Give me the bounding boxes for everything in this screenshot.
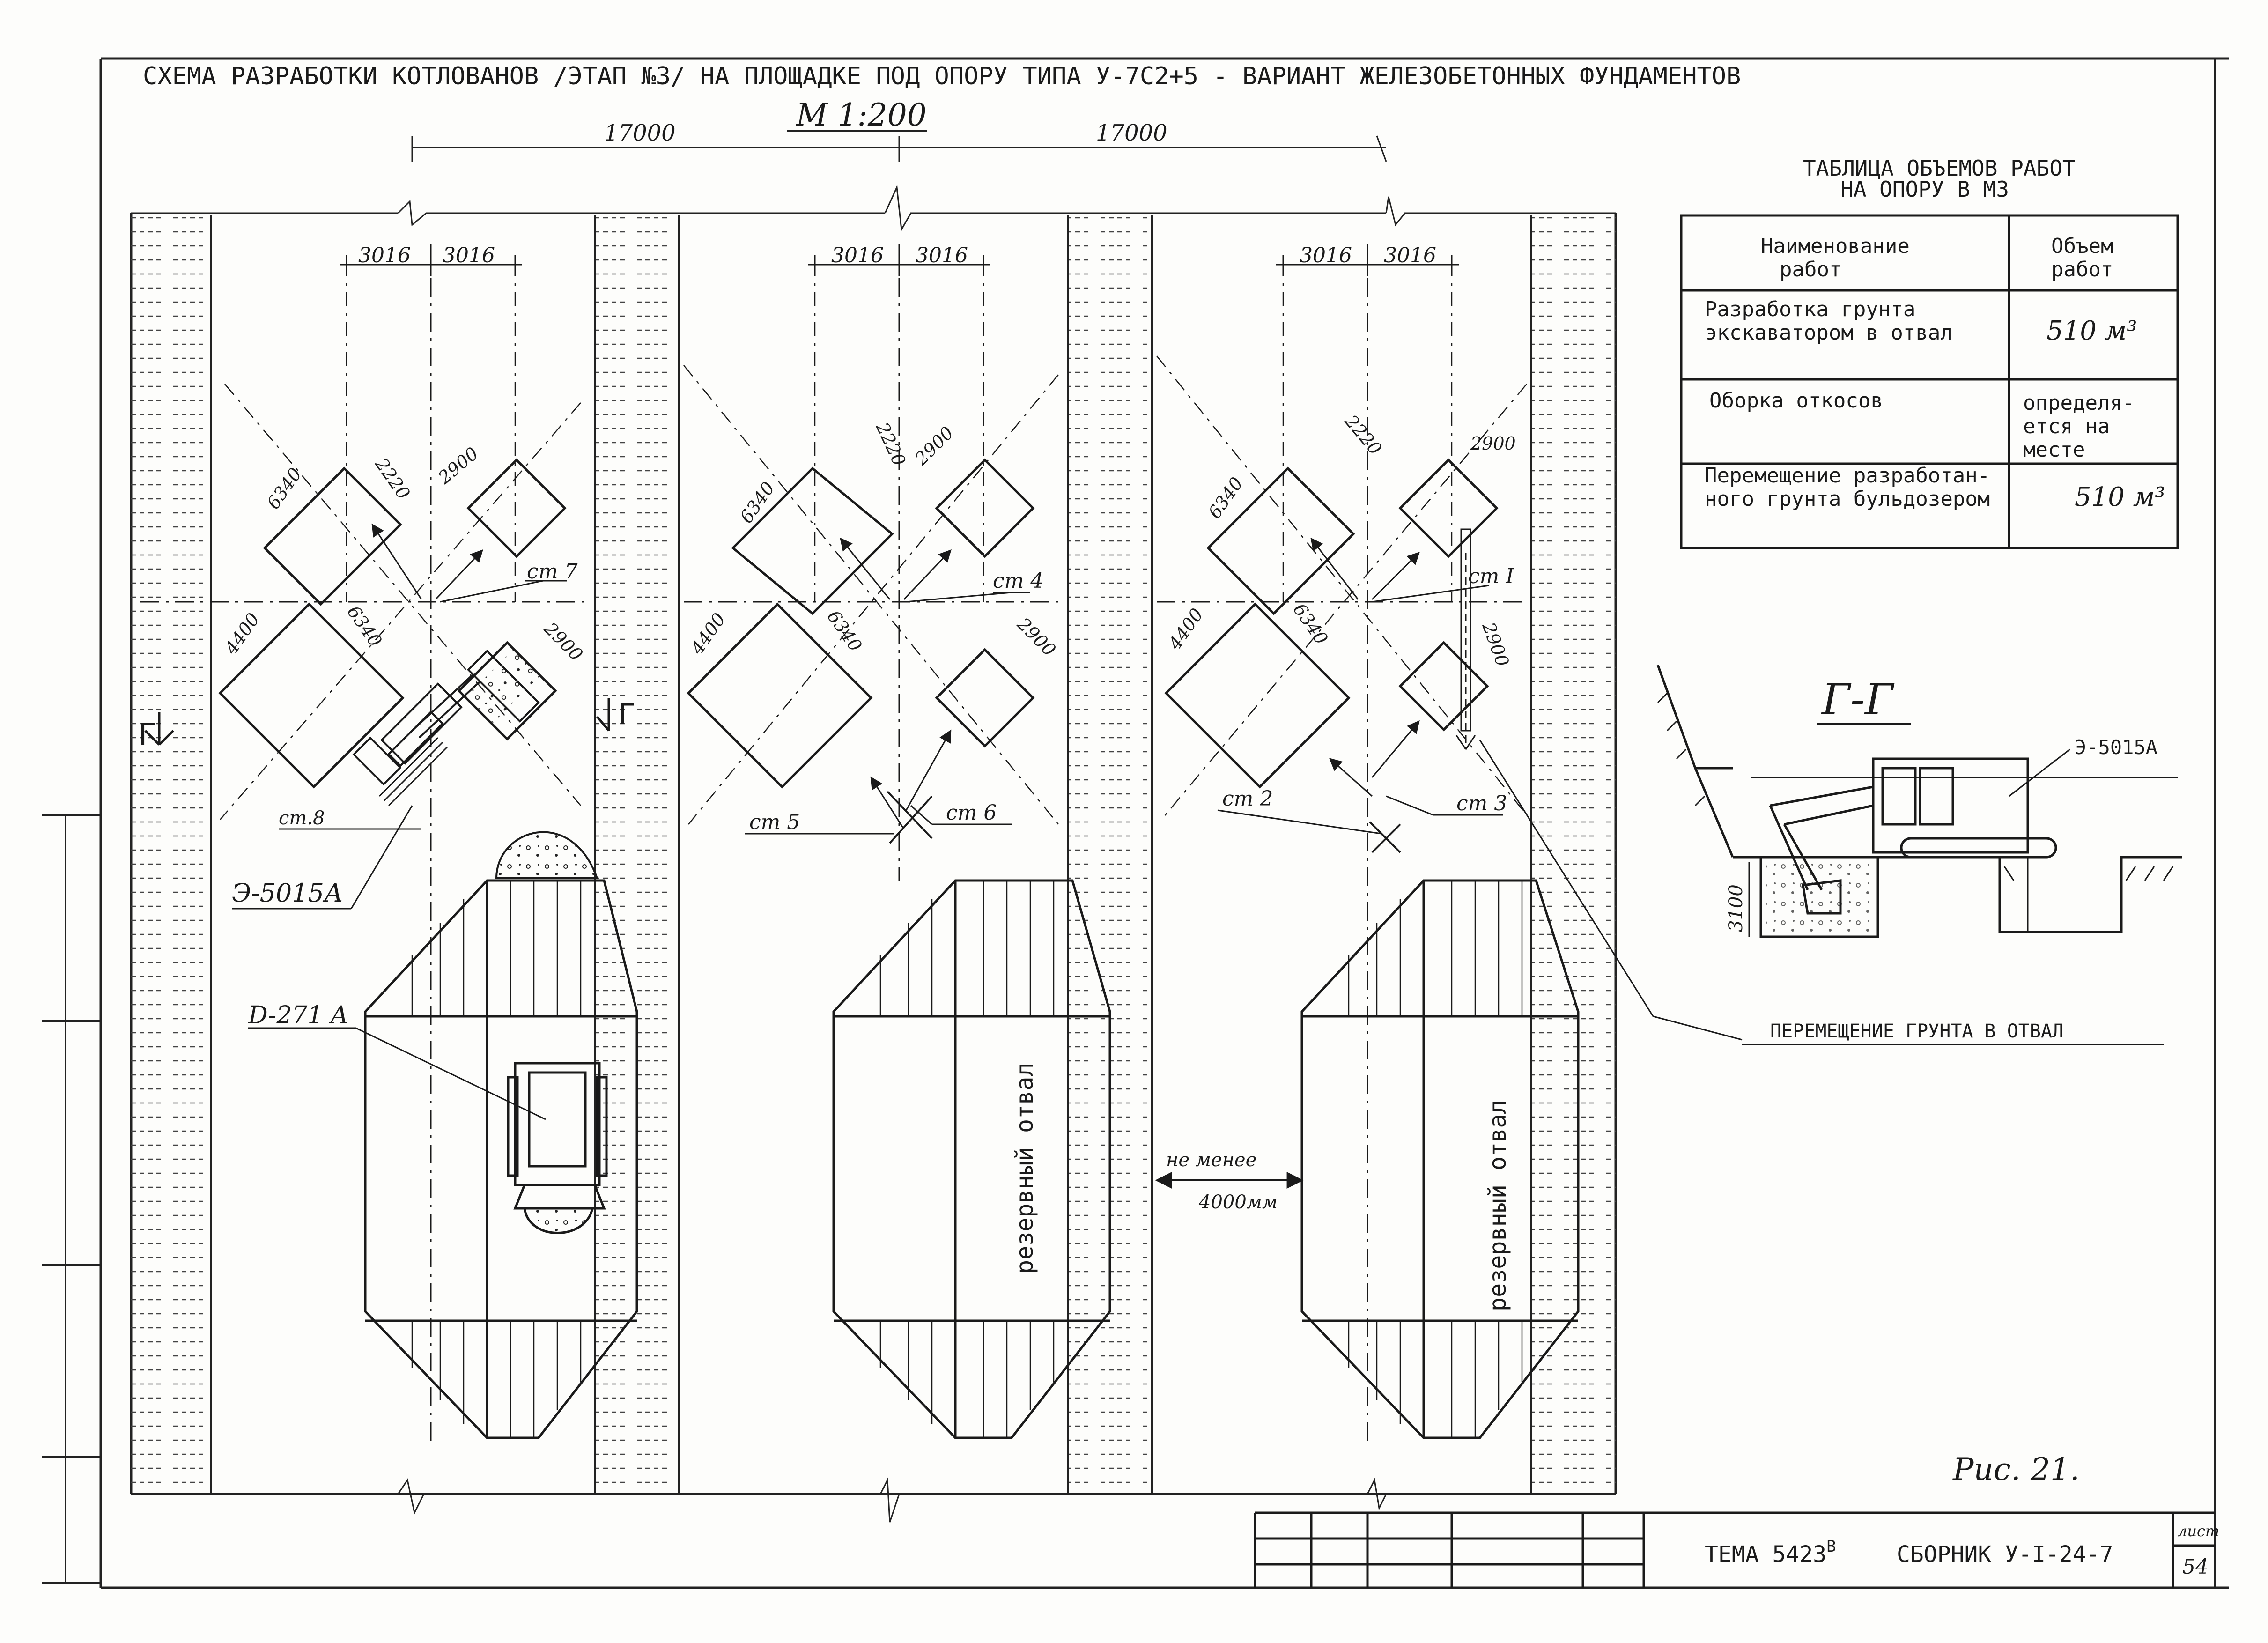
section-title: Г-Г (1821, 674, 1895, 725)
min-distance-label-2: 4000мм (1198, 1192, 1278, 1213)
binding-margin-marks (42, 814, 101, 1584)
drawing-scale: М 1:200 (796, 97, 927, 133)
span-left-label: 17000 (604, 120, 676, 146)
dim-4400-group1: 4400 (221, 609, 264, 659)
section-excavator-leader (2009, 748, 2070, 797)
volume-table-grid (1680, 214, 2179, 549)
dim-3016-b-group3: 3016 (1384, 244, 1436, 267)
dim-2220-group2: 2220 (872, 419, 909, 469)
pit-2900-upper (466, 458, 567, 558)
support-group-1 (140, 244, 590, 1443)
section-pit-soil (1766, 862, 1873, 932)
table-row3-name-2: ного грунта бульдозером (1705, 487, 1990, 511)
dump-grid-2 (879, 881, 1055, 1438)
dump-outline-2 (832, 879, 1111, 1439)
dim-3016-b-group2: 3016 (916, 244, 968, 267)
stamp-sheet-label: лист (2178, 1522, 2219, 1540)
dump-grid-1 (411, 881, 582, 1438)
dim-3016-a-group3: 3016 (1300, 244, 1352, 267)
table-row2-vol-2: ется на (2023, 414, 2110, 438)
support-group-2 (683, 244, 1063, 881)
stamp-collection: СБОРНИК У-I-24-7 (1897, 1541, 2113, 1568)
section-ground-hatch (1657, 692, 2174, 881)
dump-grid-3 (1348, 881, 1523, 1438)
station-1-label: ст I (1468, 564, 1514, 588)
excavator-label: Э-5015А (232, 878, 343, 908)
title-block-grid (1254, 1511, 2215, 1588)
table-header-vol-2: работ (2051, 258, 2113, 281)
dim-3016-b-group1: 3016 (443, 244, 495, 267)
reserve-dump-label-1: резервный отвал (1011, 1062, 1038, 1274)
bulldozer-leader-diag (355, 1027, 546, 1120)
stamp-tema: ТЕМА 5423В (1705, 1537, 1836, 1568)
pit-2900-lower-soil (466, 646, 543, 723)
track-plan-lines (378, 737, 448, 807)
section-depth-label: 3100 (1725, 884, 1747, 932)
station-3-label: ст 3 (1456, 792, 1507, 815)
dim-2220-group1: 2220 (371, 454, 414, 503)
dim-6340-mid-group2: 6340 (823, 607, 866, 655)
dump-outline-1 (364, 879, 638, 1439)
table-row2-vol-1: определя- (2023, 391, 2135, 415)
table-row1-vol: 510 м³ (2046, 316, 2137, 346)
dim-3016-a-group2: 3016 (831, 244, 884, 267)
excavation-strip (130, 185, 1617, 1523)
station-2-label: ст 2 (1222, 787, 1273, 811)
section-excavator-icon (1769, 757, 2057, 915)
excavator-leader-diag (350, 805, 413, 909)
station-7-label: ст 7 (527, 560, 577, 584)
bulldozer-label: D-271 A (248, 1001, 348, 1029)
dim-4400-group2: 4400 (687, 609, 730, 659)
dim-6340-upper-group2: 6340 (736, 478, 779, 527)
dim-2900-upper-group1: 2900 (434, 443, 482, 488)
support-group-3 (1156, 244, 1743, 1443)
dim-2900-lower-group2: 2900 (1013, 614, 1060, 660)
dim-2900-lower-group1: 2900 (540, 618, 587, 665)
section-marker-left (144, 712, 174, 746)
station-5-label: ст 5 (749, 810, 800, 834)
bulldozer-icon (507, 1062, 608, 1234)
pit-2900-lower (457, 641, 557, 741)
reserve-dump-label-2: резервный отвал (1484, 1100, 1511, 1311)
table-header-vol-1: Объем (2051, 234, 2113, 258)
table-row2-vol-3: месте (2023, 438, 2085, 462)
excavator-plan-icon (352, 650, 540, 786)
span-right-label: 17000 (1096, 120, 1167, 146)
station-4-label: ст 4 (993, 569, 1043, 593)
overall-dimension-line (411, 135, 1387, 162)
table-header-name-2: работ (1780, 258, 1841, 281)
table-title-line1: ТАБЛИЦА ОБЪЕМОВ РАБОТ (1803, 155, 2076, 181)
table-row2-name: Оборка откосов (1709, 389, 1883, 413)
min-distance-label-1: не менее (1166, 1149, 1256, 1171)
dim-2900-upper-group2: 2900 (911, 422, 958, 469)
figure-caption: Рис. 21. (1952, 1451, 2080, 1488)
section-mark-right: Г (618, 698, 635, 731)
table-row3-name-1: Перемещение разработан- (1705, 464, 1990, 488)
dump-outline-3 (1300, 879, 1580, 1439)
dim-2220-group3: 2220 (1340, 411, 1386, 459)
table-row1-name-1: Разработка грунта (1705, 297, 1915, 321)
section-marker-right (596, 698, 610, 732)
section-excavator-label: Э-5015А (2075, 736, 2157, 759)
drawing-title: СХЕМА РАЗРАБОТКИ КОТЛОВАНОВ /ЭТАП №3/ НА… (143, 62, 1741, 90)
table-row1-name-2: экскаватором в отвал (1705, 321, 1953, 345)
pit-6340x2220 (263, 466, 402, 606)
stamp-sheet-number: 54 (2182, 1555, 2209, 1579)
spoil-heap-top (495, 831, 598, 879)
table-title-line2: НА ОПОРУ В М3 (1840, 177, 2009, 202)
dim-3016-a-group1: 3016 (358, 244, 411, 267)
sheet-frame (99, 57, 2229, 1589)
section-caption: ПЕРЕМЕЩЕНИЕ ГРУНТА В ОТВАЛ (1770, 1021, 2063, 1042)
station-8-label: ст.8 (279, 807, 325, 829)
dim-2900-lower-group3: 2900 (1478, 619, 1513, 669)
section-mark-left: Г (138, 718, 156, 752)
dim-4400-group3: 4400 (1164, 605, 1207, 654)
table-header-name-1: Наименование (1761, 234, 1910, 258)
pit-6340x4400 (218, 602, 405, 789)
dim-2900-upper-group3: 2900 (1470, 433, 1516, 454)
table-row3-vol: 510 м³ (2075, 482, 2165, 512)
station-6-label: ст 6 (946, 801, 997, 825)
dim-6340-upper-group1: 6340 (263, 464, 306, 513)
